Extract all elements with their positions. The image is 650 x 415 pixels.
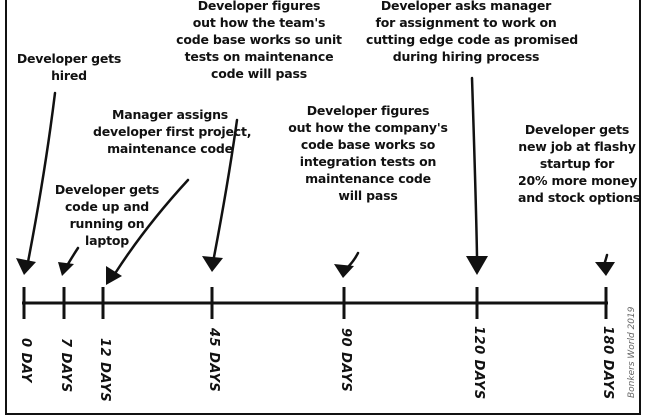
timeline-ticks (22, 287, 608, 319)
note-new-job: Developer gets new job at flashy startup… (518, 122, 641, 205)
arrow-code-up-shaft (66, 246, 80, 266)
tick-label-0: 0 DAY (18, 338, 33, 383)
arrow-first-project-shaft (114, 178, 190, 274)
arrow-new-job-head (595, 262, 615, 276)
tick-label-12: 12 DAYS (97, 338, 112, 403)
timeline-drawing (16, 76, 615, 319)
tick-label-7: 7 DAYS (58, 338, 73, 393)
tick-label-90: 90 DAYS (338, 328, 353, 393)
comic-panel: Developer gets hired Manager assigns dev… (5, 0, 641, 415)
arrow-company-code-head (334, 264, 354, 278)
arrow-cutting-edge-head (466, 256, 488, 275)
note-team-code: Developer figures out how the team's cod… (176, 0, 342, 81)
arrow-cutting-edge-shaft (470, 76, 479, 258)
tick-label-180: 180 DAYS (600, 326, 615, 400)
artist-signature: Bonkers World 2019 (627, 306, 637, 398)
arrow-code-up-head (58, 262, 74, 276)
arrow-hired-shaft (26, 91, 57, 264)
arrow-first-project-head (106, 266, 122, 285)
tick-label-45: 45 DAYS (206, 328, 221, 393)
note-cutting-edge: Developer asks manager for assignment to… (366, 0, 579, 64)
note-first-project: Manager assigns developer first project,… (93, 107, 252, 156)
note-company-code: Developer figures out how the company's … (288, 103, 448, 203)
arrow-team-code-shaft (212, 118, 239, 259)
tick-label-120: 120 DAYS (471, 326, 486, 400)
note-developer-hired: Developer gets hired (16, 51, 122, 83)
arrow-team-code-head (202, 256, 223, 272)
note-code-up: Developer gets code up and running on la… (54, 182, 160, 248)
arrow-hired-head (16, 258, 36, 275)
